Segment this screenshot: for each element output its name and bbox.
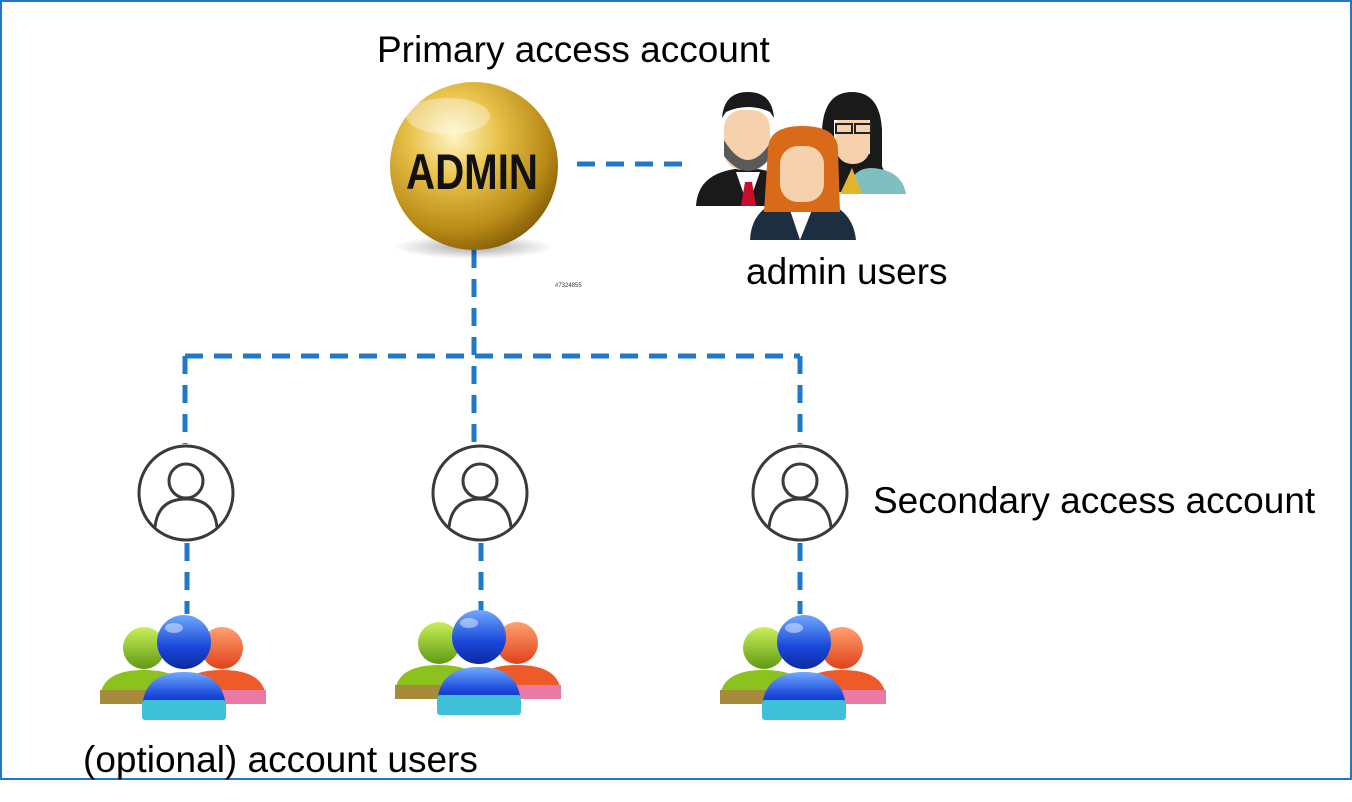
admin-gold-sphere-icon: ADMIN: [390, 82, 558, 259]
optional-account-users-label: (optional) account users: [83, 739, 478, 780]
secondary-access-account-label: Secondary access account: [873, 480, 1316, 521]
admin-badge-text: ADMIN: [406, 144, 538, 200]
connector-lines: [182, 161, 803, 614]
users-group-icon: [720, 615, 886, 720]
diagram-frame: [0, 0, 1352, 780]
primary-access-account-label: Primary access account: [377, 29, 770, 70]
stock-id-text: #7324855: [555, 283, 582, 289]
users-group-icon: [395, 610, 561, 715]
users-group-icon: [100, 615, 266, 720]
admin-users-group-icon: [696, 92, 906, 240]
user-circle-icon: [431, 444, 529, 542]
admin-users-label: admin users: [746, 251, 948, 292]
user-circle-icon: [751, 444, 849, 542]
user-circle-icon: [137, 444, 235, 542]
